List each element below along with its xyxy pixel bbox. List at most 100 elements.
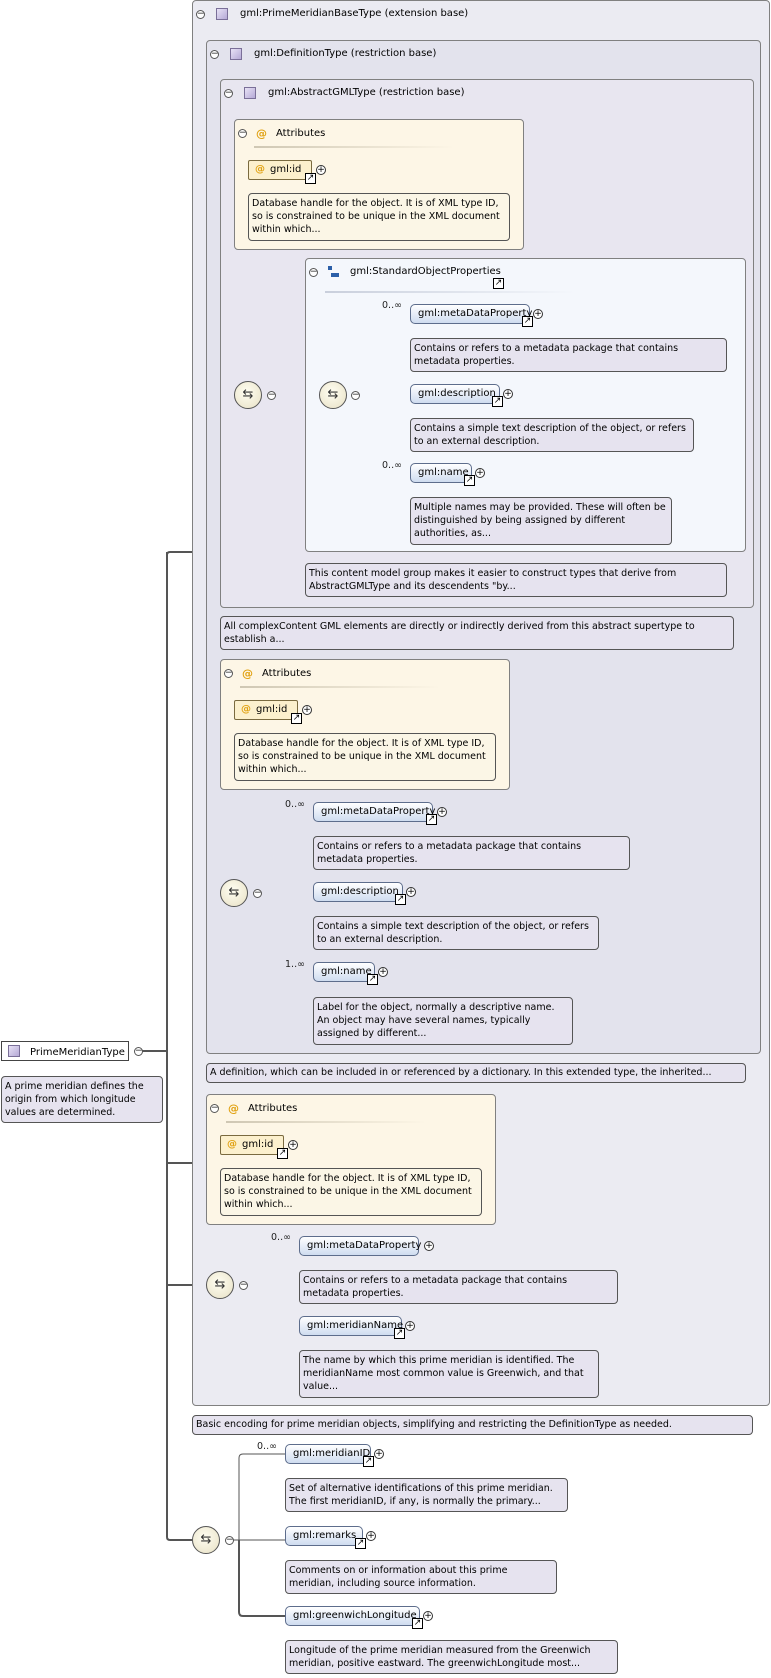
element-label: gml:remarks — [293, 1530, 357, 1541]
element-documentation: Contains or refers to a metadata package… — [299, 1270, 618, 1304]
element-label: gml:description — [418, 388, 496, 399]
link-icon[interactable]: ↗ — [464, 475, 475, 486]
element-meta-data-property[interactable]: gml:metaDataProperty — [410, 304, 533, 324]
root-documentation: A prime meridian defines the origin from… — [1, 1076, 163, 1123]
sequence-compositor-icon[interactable]: ⇆ — [234, 381, 262, 409]
attribute-label: gml:id — [242, 1139, 274, 1150]
sequence-compositor-icon[interactable]: ⇆ — [319, 381, 347, 409]
expand-icon[interactable]: + — [405, 1321, 415, 1331]
multiplicity-label: 0..∞ — [382, 300, 402, 311]
link-icon[interactable]: ↗ — [355, 1538, 366, 1549]
element-documentation: Longitude of the prime meridian measured… — [285, 1640, 618, 1674]
expand-icon[interactable]: + — [437, 807, 447, 817]
sequence-compositor-icon[interactable]: ⇆ — [220, 879, 248, 907]
attribute-icon: @ — [241, 704, 251, 715]
expand-icon[interactable]: + — [316, 165, 326, 175]
attribute-gml-id-2[interactable]: @ gml:id — [234, 700, 298, 720]
element-name[interactable]: gml:name — [313, 962, 375, 982]
collapse-toggle-compositor[interactable]: − — [267, 390, 276, 400]
collapse-toggle-base-type[interactable]: − — [196, 9, 205, 19]
link-icon[interactable]: ↗ — [305, 173, 316, 184]
definition-type-title: gml:DefinitionType (restriction base) — [254, 48, 437, 59]
link-icon[interactable]: ↗ — [277, 1148, 288, 1159]
collapse-toggle-attributes-2[interactable]: − — [224, 668, 233, 678]
collapse-toggle-sequence[interactable]: − — [239, 1280, 248, 1290]
attribute-icon: @ — [227, 1139, 237, 1150]
expand-icon[interactable]: + — [366, 1531, 376, 1541]
link-icon[interactable]: ↗ — [412, 1618, 423, 1629]
element-documentation: Set of alternative identifications of th… — [285, 1478, 568, 1512]
element-label: gml:metaDataProperty — [418, 308, 533, 319]
link-icon[interactable]: ↗ — [367, 974, 378, 985]
complex-type-icon — [216, 8, 228, 20]
divider — [325, 291, 575, 293]
attribute-gml-id-3[interactable]: @ gml:id — [220, 1135, 284, 1155]
definition-type-documentation: A definition, which can be included in o… — [206, 1063, 746, 1083]
abstract-gml-type-documentation: All complexContent GML elements are dire… — [220, 616, 734, 650]
expand-icon[interactable]: + — [475, 468, 485, 478]
link-icon[interactable]: ↗ — [291, 713, 302, 724]
element-meridian-name[interactable]: gml:meridianName — [299, 1316, 403, 1336]
link-icon[interactable]: ↗ — [492, 396, 503, 407]
link-icon[interactable]: ↗ — [394, 1328, 405, 1339]
link-icon[interactable]: ↗ — [395, 894, 406, 905]
attribute-label: gml:id — [270, 164, 302, 175]
attribute-gml-id-1[interactable]: @ gml:id — [248, 160, 312, 180]
multiplicity-label: 1..∞ — [285, 959, 305, 970]
link-icon[interactable]: ↗ — [426, 814, 437, 825]
root-element-prime-meridian-type[interactable]: PrimeMeridianType — [1, 1041, 129, 1061]
expand-icon[interactable]: + — [503, 389, 513, 399]
attribute-icon: @ — [255, 164, 265, 175]
element-label: gml:description — [321, 886, 399, 897]
element-name[interactable]: gml:name — [410, 463, 472, 483]
element-meta-data-property[interactable]: gml:metaDataProperty — [313, 802, 435, 822]
element-label: gml:name — [321, 966, 372, 977]
attribute-icon: @ — [256, 127, 267, 140]
expand-icon[interactable]: + — [288, 1140, 298, 1150]
element-documentation: Contains or refers to a metadata package… — [313, 836, 630, 870]
collapse-toggle-root[interactable]: − — [134, 1046, 143, 1056]
element-meta-data-property[interactable]: gml:metaDataProperty — [299, 1236, 421, 1256]
collapse-toggle-standard-object-properties[interactable]: − — [309, 267, 318, 277]
collapse-toggle-sequence[interactable]: − — [225, 1535, 234, 1545]
attribute-icon: @ — [242, 667, 253, 680]
expand-icon[interactable]: + — [533, 309, 543, 319]
expand-icon[interactable]: + — [406, 887, 416, 897]
element-documentation: Label for the object, normally a descrip… — [313, 997, 573, 1045]
multiplicity-label: 0..∞ — [257, 1441, 277, 1452]
divider — [240, 686, 440, 688]
sequence-compositor-icon[interactable]: ⇆ — [192, 1526, 220, 1554]
base-type-title: gml:PrimeMeridianBaseType (extension bas… — [240, 8, 469, 19]
collapse-toggle-sequence[interactable]: − — [253, 888, 262, 898]
element-remarks[interactable]: gml:remarks — [285, 1526, 363, 1546]
sequence-compositor-icon[interactable]: ⇆ — [206, 1271, 234, 1299]
attributes-3-title: Attributes — [248, 1103, 298, 1114]
element-documentation: Contains or refers to a metadata package… — [410, 338, 727, 372]
collapse-toggle-attributes-1[interactable]: − — [238, 128, 247, 138]
expand-icon[interactable]: + — [423, 1611, 433, 1621]
link-icon[interactable]: ↗ — [522, 316, 533, 327]
attribute-documentation-3: Database handle for the object. It is of… — [220, 1168, 482, 1216]
multiplicity-label: 0..∞ — [382, 460, 402, 471]
link-icon[interactable]: ↗ — [493, 278, 504, 289]
element-documentation: Multiple names may be provided. These wi… — [410, 497, 672, 545]
complex-type-icon — [244, 87, 256, 99]
expand-icon[interactable]: + — [374, 1449, 384, 1459]
collapse-toggle-sequence[interactable]: − — [351, 390, 360, 400]
expand-icon[interactable]: + — [424, 1241, 434, 1251]
element-greenwich-longitude[interactable]: gml:greenwichLongitude — [285, 1606, 420, 1626]
element-description[interactable]: gml:description — [313, 882, 403, 902]
collapse-toggle-abstract-gml-type[interactable]: − — [224, 88, 233, 98]
attribute-label: gml:id — [256, 704, 288, 715]
complex-type-icon — [8, 1045, 20, 1057]
link-icon[interactable]: ↗ — [363, 1456, 374, 1467]
attributes-1-title: Attributes — [276, 128, 326, 139]
expand-icon[interactable]: + — [302, 705, 312, 715]
element-description[interactable]: gml:description — [410, 384, 500, 404]
element-label: gml:name — [418, 467, 469, 478]
collapse-toggle-definition-type[interactable]: − — [210, 49, 219, 59]
element-meridian-id[interactable]: gml:meridianID — [285, 1444, 371, 1464]
expand-icon[interactable]: + — [378, 967, 388, 977]
attributes-2-title: Attributes — [262, 668, 312, 679]
collapse-toggle-attributes-3[interactable]: − — [210, 1103, 219, 1113]
